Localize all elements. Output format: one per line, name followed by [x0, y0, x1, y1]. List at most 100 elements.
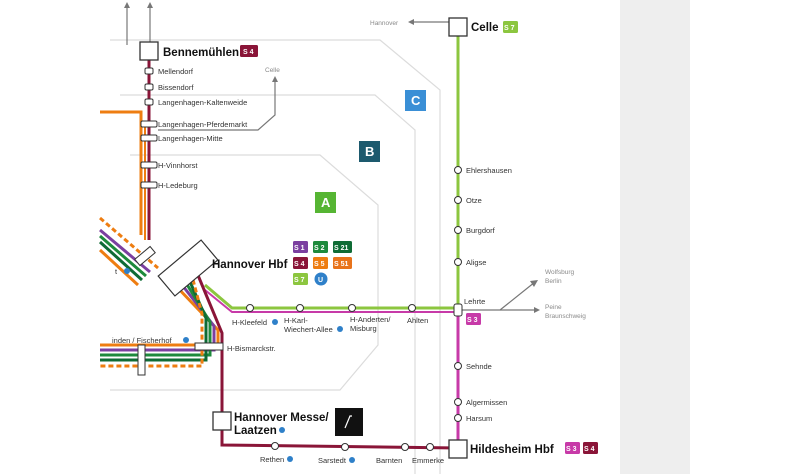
- celle-label: Celle: [471, 22, 499, 34]
- station-h-vinnhorst[interactable]: H-Vinnhorst: [158, 161, 198, 170]
- zone-a-boundary: [110, 154, 379, 391]
- bennemuehlen-station-box[interactable]: [139, 41, 159, 61]
- s3-station-markers: [454, 362, 462, 422]
- hannover-direction-arrowhead: [408, 19, 414, 25]
- lehrte-badge-s3-text: S 3: [467, 317, 478, 324]
- north-arrowhead-right: [147, 2, 153, 8]
- bennemuehlen-badge-s4-text: S 4: [243, 49, 254, 56]
- zone-c-label: C: [411, 93, 421, 108]
- hannover-hbf-label: Hannover Hbf: [212, 259, 288, 271]
- zone-a-label: A: [321, 195, 331, 210]
- station-h-ledeburg[interactable]: H-Ledeburg: [158, 181, 198, 190]
- station-rethen[interactable]: Rethen: [260, 455, 284, 464]
- s7-station-markers: [454, 166, 462, 266]
- zone-b-boundary: [120, 94, 416, 474]
- station-ehlershausen[interactable]: Ehlershausen: [466, 166, 512, 175]
- dest-braunschweig: Braunschweig: [545, 313, 586, 320]
- dest-berlin: Berlin: [545, 278, 562, 285]
- station-h-anderten-1[interactable]: H-Anderten/: [350, 315, 391, 324]
- station-h-kleefeld[interactable]: H-Kleefeld: [232, 318, 267, 327]
- exhibition-grounds-logo-mark: [344, 415, 352, 429]
- line-s7-east: [204, 283, 458, 310]
- hbf-west-connector: [134, 245, 156, 267]
- hannover-hbf-station-block[interactable]: [157, 239, 219, 297]
- hildesheim-station-box[interactable]: [448, 439, 468, 459]
- u-bahn-icon: [287, 456, 293, 462]
- station-h-bismarckstr[interactable]: H-Bismarckstr.: [227, 344, 276, 353]
- station-langenhagen-mitte[interactable]: Langenhagen-Mitte: [158, 134, 223, 143]
- dest-peine: Peine: [545, 304, 562, 311]
- station-sarstedt[interactable]: Sarstedt: [318, 456, 347, 465]
- line-bundle-south: [100, 267, 224, 368]
- station-burgdorf[interactable]: Burgdorf: [466, 226, 496, 235]
- svg-text:S 5: S 5: [314, 261, 325, 268]
- wolfsburg-arrowhead: [530, 280, 538, 287]
- line-bundle-west: [98, 216, 159, 287]
- messe-label-line2: Laatzen: [234, 425, 277, 437]
- svg-text:S 51: S 51: [334, 261, 349, 268]
- station-algermissen[interactable]: Algermissen: [466, 398, 507, 407]
- station-langenhagen-kaltenweide[interactable]: Langenhagen-Kaltenweide: [158, 98, 247, 107]
- dest-celle-small: Celle: [265, 67, 280, 74]
- station-sehnde[interactable]: Sehnde: [466, 362, 492, 371]
- station-linden-fischerhof[interactable]: inden / Fischerhof: [112, 336, 173, 345]
- hildesheim-badge-s4-text: S 4: [584, 446, 595, 453]
- dest-wolfsburg: Wolfsburg: [545, 269, 575, 276]
- zone-b-badge: [359, 141, 380, 162]
- u-bahn-icon: [124, 268, 130, 274]
- right-margin: [690, 0, 800, 474]
- station-barnten[interactable]: Barnten: [376, 456, 402, 465]
- zone-c-badge: [405, 90, 426, 111]
- line-s3-east: [204, 289, 458, 313]
- station-bissendorf[interactable]: Bissendorf: [158, 83, 194, 92]
- svg-text:S 21: S 21: [334, 245, 349, 252]
- s-bahn-network-map: Hannover Celle Wolfsburg Berlin Peine Br…: [98, 2, 598, 474]
- station-emmerke[interactable]: Emmerke: [412, 456, 444, 465]
- u-bahn-icon: [337, 326, 343, 332]
- east-station-markers: [246, 303, 463, 317]
- zone-a-badge: [315, 192, 336, 213]
- zone-c-boundary: [110, 39, 441, 474]
- hildesheim-badge-s4: [583, 442, 598, 454]
- svg-text:U: U: [318, 277, 323, 284]
- hildesheim-badge-s3-text: S 3: [566, 446, 577, 453]
- hildesheim-label: Hildesheim Hbf: [470, 444, 554, 456]
- celle-station-box[interactable]: [448, 17, 468, 37]
- u-bahn-icon: [183, 337, 189, 343]
- bennemuehlen-label: Bennemühlen: [163, 47, 239, 59]
- dest-hannover: Hannover: [370, 20, 399, 27]
- line-s5-west: [100, 110, 143, 235]
- station-h-karl-wiechert-2[interactable]: Wiechert-Allee: [284, 325, 333, 334]
- station-otze[interactable]: Otze: [466, 196, 482, 205]
- peine-arrowhead: [534, 307, 540, 313]
- svg-text:S 7: S 7: [294, 277, 305, 284]
- north-station-markers: [140, 67, 158, 189]
- north-arrowhead-left: [124, 2, 130, 8]
- map-canvas: Hannover Celle Wolfsburg Berlin Peine Br…: [98, 2, 598, 474]
- station-lehrte[interactable]: Lehrte: [464, 297, 485, 306]
- line-s4-south: [220, 345, 459, 450]
- zone-b-label: B: [365, 144, 374, 159]
- messe-label-line1: Hannover Messe/: [234, 412, 329, 424]
- svg-text:S 4: S 4: [294, 261, 305, 268]
- station-langenhagen-pferdemarkt[interactable]: Langenhagen-Pferdemarkt: [158, 120, 248, 129]
- station-h-anderten-2[interactable]: Misburg: [350, 324, 377, 333]
- lehrte-badge-s3: [466, 313, 481, 325]
- station-ahlten[interactable]: Ahlten: [407, 316, 428, 325]
- linden-connector: [194, 342, 224, 351]
- hannover-hbf-badges: S 1 S 2 S 21 S 4 S 5 S 51 S 7 U: [293, 241, 352, 286]
- south-station-markers: [271, 442, 434, 451]
- side-panel: [620, 0, 690, 474]
- u-bahn-icon: [272, 319, 278, 325]
- station-harsum[interactable]: Harsum: [466, 414, 492, 423]
- u-bahn-icon: [279, 427, 285, 433]
- station-mellendorf[interactable]: Mellendorf: [158, 67, 194, 76]
- svg-text:S 2: S 2: [314, 245, 325, 252]
- station-aligse[interactable]: Aligse: [466, 258, 486, 267]
- bennemuehlen-badge-s4: [240, 45, 258, 57]
- celle-badge-s7-text: S 7: [504, 25, 515, 32]
- messe-station-box[interactable]: [212, 411, 232, 431]
- station-h-karl-wiechert-1[interactable]: H-Karl-: [284, 316, 308, 325]
- u-bahn-icon: [349, 457, 355, 463]
- station-partial-t[interactable]: t: [115, 267, 118, 276]
